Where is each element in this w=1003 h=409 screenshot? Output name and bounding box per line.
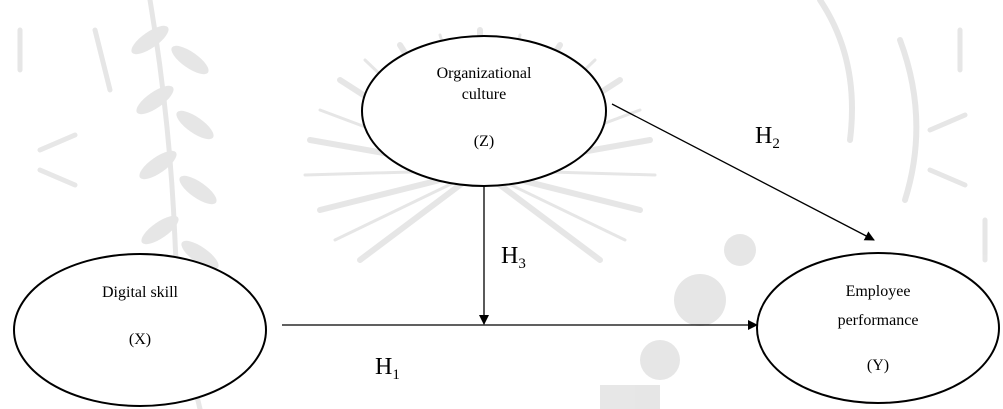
watermark-letters [17, 27, 988, 363]
hypothesis-h2-subscript: 2 [772, 136, 780, 152]
node-employee-performance-label-line1: Employee [846, 283, 911, 300]
hypothesis-h3-label: H3 [501, 243, 526, 272]
node-organizational-culture-label-line2: culture [462, 86, 506, 103]
hypothesis-h2-letter: H [755, 123, 772, 149]
node-employee-performance-label-line2: performance [838, 312, 919, 329]
node-digital-skill: Digital skill (X) [13, 253, 267, 407]
node-organizational-culture-shape [361, 35, 607, 187]
watermark-left-wreath [131, 0, 219, 409]
watermark-seal [17, 0, 988, 409]
node-digital-skill-symbol: (X) [129, 331, 151, 348]
watermark-right-shapes [600, 0, 920, 409]
hypothesis-h1-letter: H [375, 354, 392, 380]
edge-culture-to-performance [611, 103, 875, 241]
node-organizational-culture-label-line1: Organizational [437, 65, 532, 82]
node-organizational-culture: Organizational culture (Z) [361, 35, 607, 187]
node-organizational-culture-symbol: (Z) [474, 133, 494, 150]
hypothesis-h1-label: H1 [375, 354, 400, 383]
node-employee-performance-symbol: (Y) [867, 357, 889, 374]
hypothesis-h1-subscript: 1 [392, 367, 400, 383]
node-digital-skill-shape [13, 253, 267, 407]
hypothesis-h3-letter: H [501, 243, 518, 269]
node-employee-performance-shape [756, 252, 1000, 404]
node-digital-skill-label: Digital skill [102, 284, 179, 301]
edges [282, 103, 875, 330]
hypothesis-h3-subscript: 3 [518, 256, 526, 272]
hypothesis-h2-label: H2 [755, 123, 780, 152]
node-employee-performance: Employee performance (Y) [756, 252, 1000, 404]
